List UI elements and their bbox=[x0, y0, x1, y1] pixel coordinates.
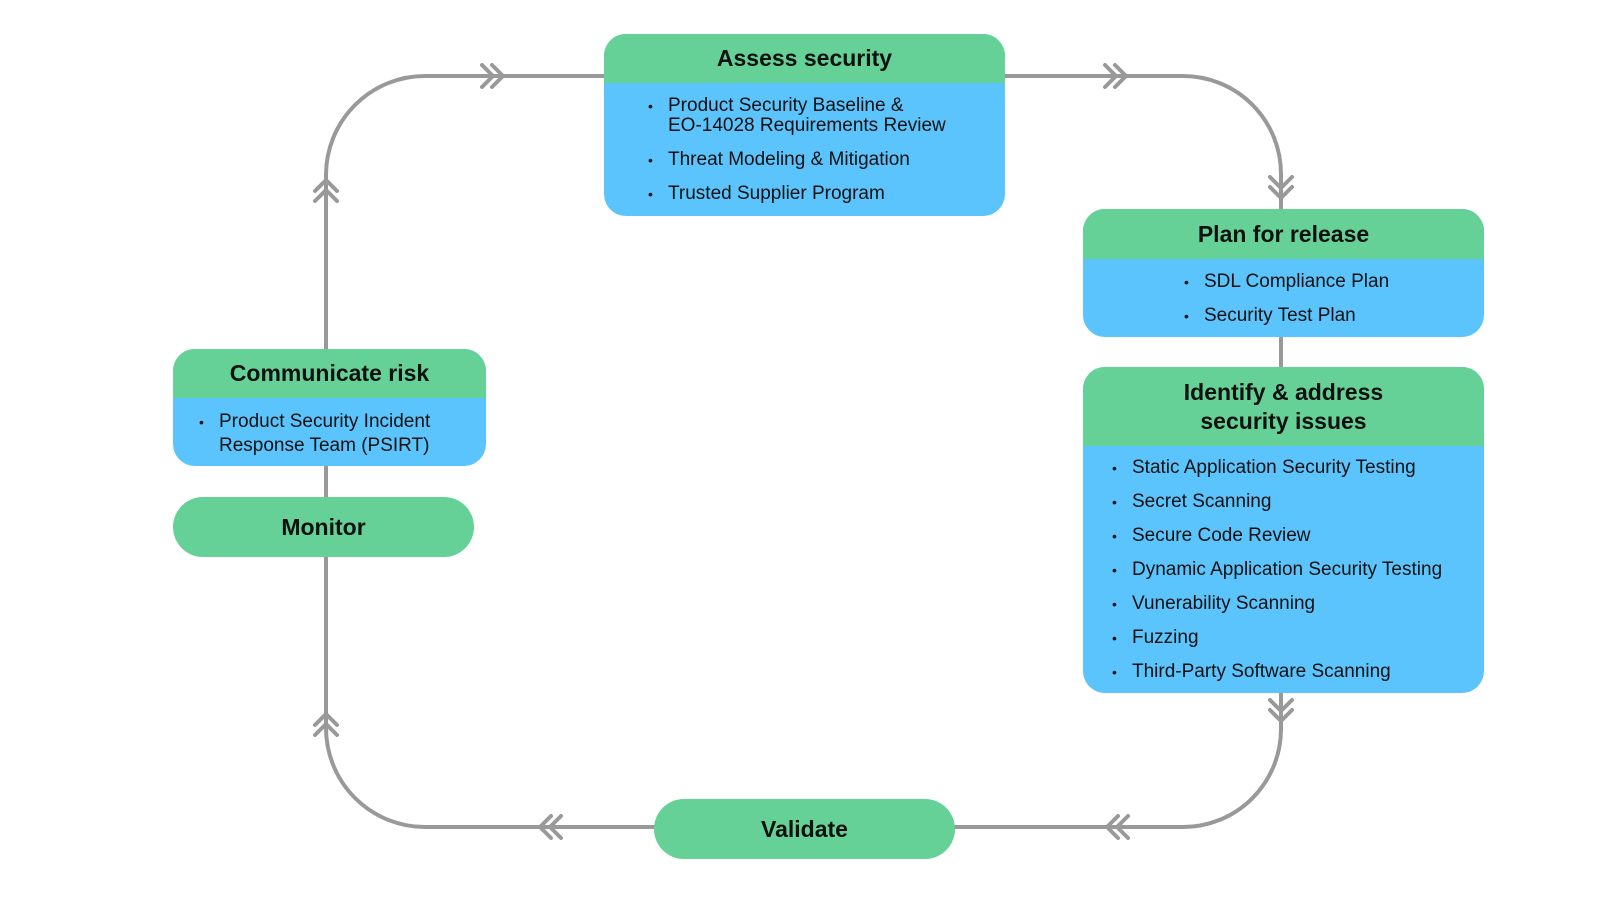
arrow-up-left-bottom bbox=[313, 712, 339, 737]
list-item: Secure Code Review bbox=[1112, 526, 1484, 547]
stage-identify-body: Static Application Security Testing Secr… bbox=[1083, 446, 1484, 683]
stage-identify-header: Identify & address security issues bbox=[1083, 367, 1484, 446]
stage-communicate-title: Communicate risk bbox=[229, 360, 430, 386]
stage-assess-title: Assess security bbox=[716, 45, 893, 71]
stage-validate: Validate bbox=[654, 799, 955, 859]
item-line: Threat Modeling & Mitigation bbox=[668, 149, 910, 170]
stage-assess-body: Product Security Baseline & EO-14028 Req… bbox=[604, 83, 1005, 205]
arrow-right-top-left bbox=[480, 63, 505, 89]
list-item: Static Application Security Testing bbox=[1112, 458, 1484, 479]
arrow-down-right-top bbox=[1268, 175, 1294, 200]
list-item: Security Test Plan bbox=[1184, 306, 1484, 327]
connector-bottom-left bbox=[324, 555, 656, 829]
list-item: Third-Party Software Scanning bbox=[1112, 662, 1484, 683]
stage-monitor-title: Monitor bbox=[281, 513, 366, 540]
item-line: Product Security Incident bbox=[219, 411, 431, 432]
stage-assess-header: Assess security bbox=[604, 34, 1005, 83]
stage-communicate-risk: Communicate risk Product Security Incide… bbox=[173, 349, 486, 466]
arrow-left-bottom-right bbox=[1105, 814, 1130, 840]
plan-item-list: SDL Compliance Plan Security Test Plan bbox=[1184, 272, 1484, 327]
list-item: Threat Modeling & Mitigation bbox=[648, 149, 1005, 171]
stage-identify-address: Identify & address security issues Stati… bbox=[1083, 367, 1484, 693]
list-item: Dynamic Application Security Testing bbox=[1112, 560, 1484, 581]
item-line: EO-14028 Requirements Review bbox=[668, 115, 946, 136]
connector-left-top bbox=[324, 74, 606, 352]
arrow-left-bottom-left bbox=[538, 814, 563, 840]
list-item: Vunerability Scanning bbox=[1112, 594, 1484, 615]
assess-item-list: Product Security Baseline & EO-14028 Req… bbox=[648, 96, 1005, 205]
stage-identify-title-line1: Identify & address bbox=[1183, 378, 1384, 405]
list-item: SDL Compliance Plan bbox=[1184, 272, 1484, 293]
stage-plan-for-release: Plan for release SDL Compliance Plan Sec… bbox=[1083, 209, 1484, 337]
stage-communicate-body: Product Security Incident Response Team … bbox=[173, 398, 486, 458]
item-line: Response Team (PSIRT) bbox=[219, 435, 430, 456]
arrow-up-left-top bbox=[313, 178, 339, 203]
communicate-item-list: Product Security Incident Response Team … bbox=[199, 410, 486, 458]
list-item: Fuzzing bbox=[1112, 628, 1484, 649]
stage-plan-body: SDL Compliance Plan Security Test Plan bbox=[1083, 259, 1484, 327]
stage-identify-title-line2: security issues bbox=[1200, 407, 1367, 434]
connector-right-bottom bbox=[953, 691, 1283, 829]
stage-assess-security: Assess security Product Security Baselin… bbox=[604, 34, 1005, 216]
arrow-right-top-right bbox=[1103, 63, 1128, 89]
item-line: Trusted Supplier Program bbox=[668, 183, 885, 204]
arrow-down-right-bottom bbox=[1268, 698, 1294, 723]
stage-validate-title: Validate bbox=[761, 815, 848, 842]
stage-communicate-header: Communicate risk bbox=[173, 349, 486, 398]
stage-plan-title: Plan for release bbox=[1197, 220, 1370, 247]
stage-plan-header: Plan for release bbox=[1083, 209, 1484, 259]
item-line: Product Security Baseline & bbox=[668, 95, 904, 116]
identify-item-list: Static Application Security Testing Secr… bbox=[1112, 458, 1484, 683]
connector-top-right bbox=[1003, 74, 1283, 211]
list-item: Secret Scanning bbox=[1112, 492, 1484, 513]
list-item: Trusted Supplier Program bbox=[648, 183, 1005, 205]
list-item: Product Security Incident Response Team … bbox=[199, 410, 486, 458]
stage-monitor: Monitor bbox=[173, 497, 474, 557]
list-item: Product Security Baseline & EO-14028 Req… bbox=[648, 96, 1005, 136]
